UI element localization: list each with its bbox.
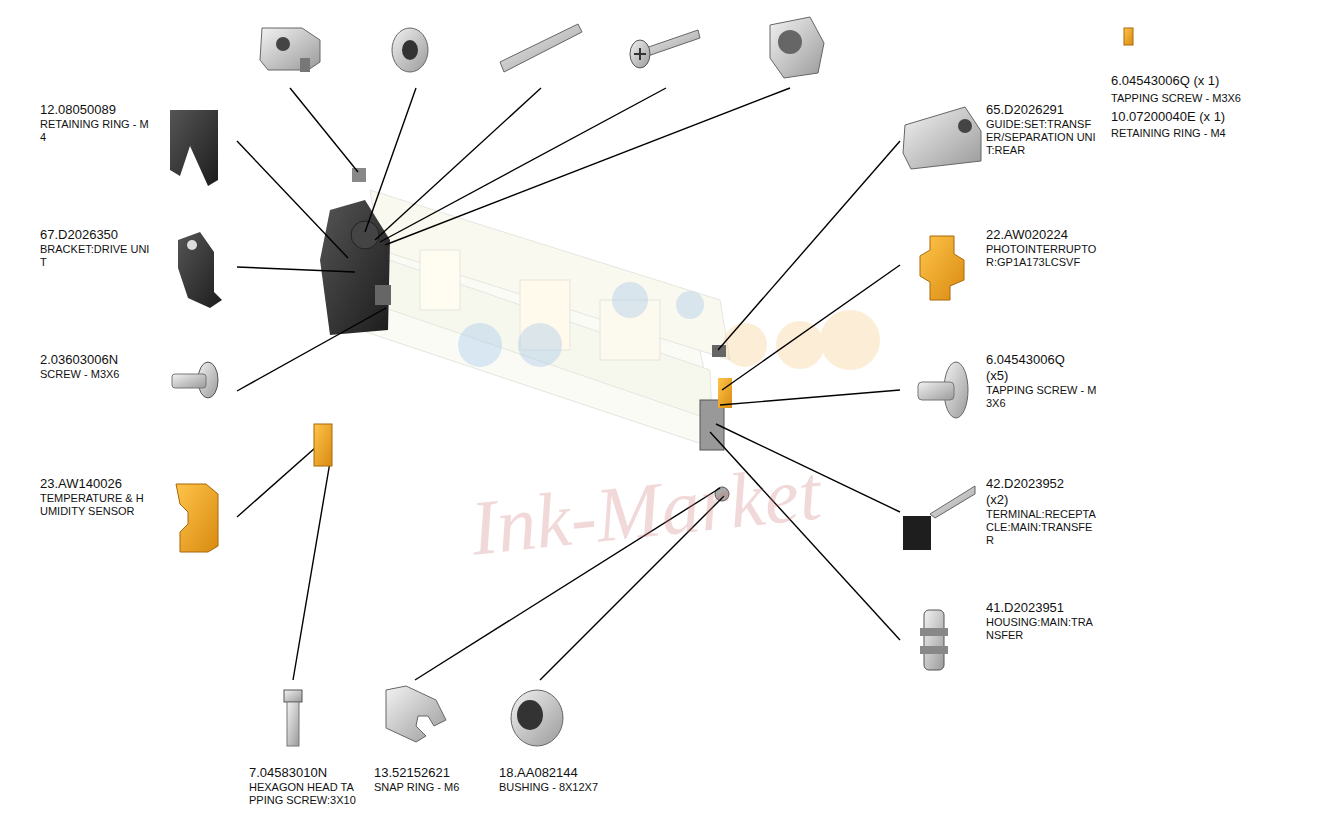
drive-bracket-assembly <box>316 168 391 465</box>
part-number: 2.03603006N <box>40 352 170 368</box>
part-number: 10.07200040E (x 1) <box>1111 109 1271 125</box>
part-number: 7.04583010N <box>249 765 369 781</box>
part-name: TAPPING SCREW - M3X6 <box>1111 92 1271 105</box>
part-number: 65.D2026291 <box>986 102 1111 118</box>
part-name: PHOTOINTERRUPTOR:GP1A173LCSVF <box>986 243 1098 269</box>
part-name: GUIDE:SET:TRANSFER/SEPARATION UNIT:REAR <box>986 118 1098 158</box>
part-name: SCREW - M3X6 <box>40 368 152 381</box>
part-name: TEMPERATURE & HUMIDITY SENSOR <box>40 492 150 518</box>
part-number: 6.04543006Q (x5) <box>986 352 1078 383</box>
part-name: TERMINAL:RECEPTACLE:MAIN:TRANSFER <box>986 508 1098 548</box>
part-number: 18.AA082144 <box>499 765 619 781</box>
watermark: Ink-Market <box>466 438 893 575</box>
watermark-dots <box>458 282 880 370</box>
part-name: TAPPING SCREW - M3X6 <box>986 384 1098 410</box>
part-name: SNAP RING - M6 <box>374 781 494 794</box>
part-number: 22.AW020224 <box>986 227 1111 243</box>
part-number: 23.AW140026 <box>40 476 170 492</box>
assembly-ghost <box>340 190 730 450</box>
part-number: 13.52152621 <box>374 765 494 781</box>
leader-lines <box>237 88 900 680</box>
part-name: HEXAGON HEAD TAPPING SCREW:3X10 <box>249 781 361 807</box>
part-name: HOUSING:MAIN:TRANSFER <box>986 616 1098 642</box>
part-number: 41.D2023951 <box>986 600 1111 616</box>
part-name: BRACKET:DRIVE UNIT <box>40 243 152 269</box>
part-icons <box>170 17 1133 746</box>
part-number: 67.D2026350 <box>40 227 170 243</box>
part-name: RETAINING RING - M4 <box>40 118 152 144</box>
part-number: 6.04543006Q (x 1) <box>1111 73 1271 89</box>
part-name: BUSHING - 8X12X7 <box>499 781 629 794</box>
part-number: 12.08050089 <box>40 102 170 118</box>
part-number: 42.D2023952 (x2) <box>986 476 1078 507</box>
part-name: RETAINING RING - M4 <box>1111 127 1271 140</box>
